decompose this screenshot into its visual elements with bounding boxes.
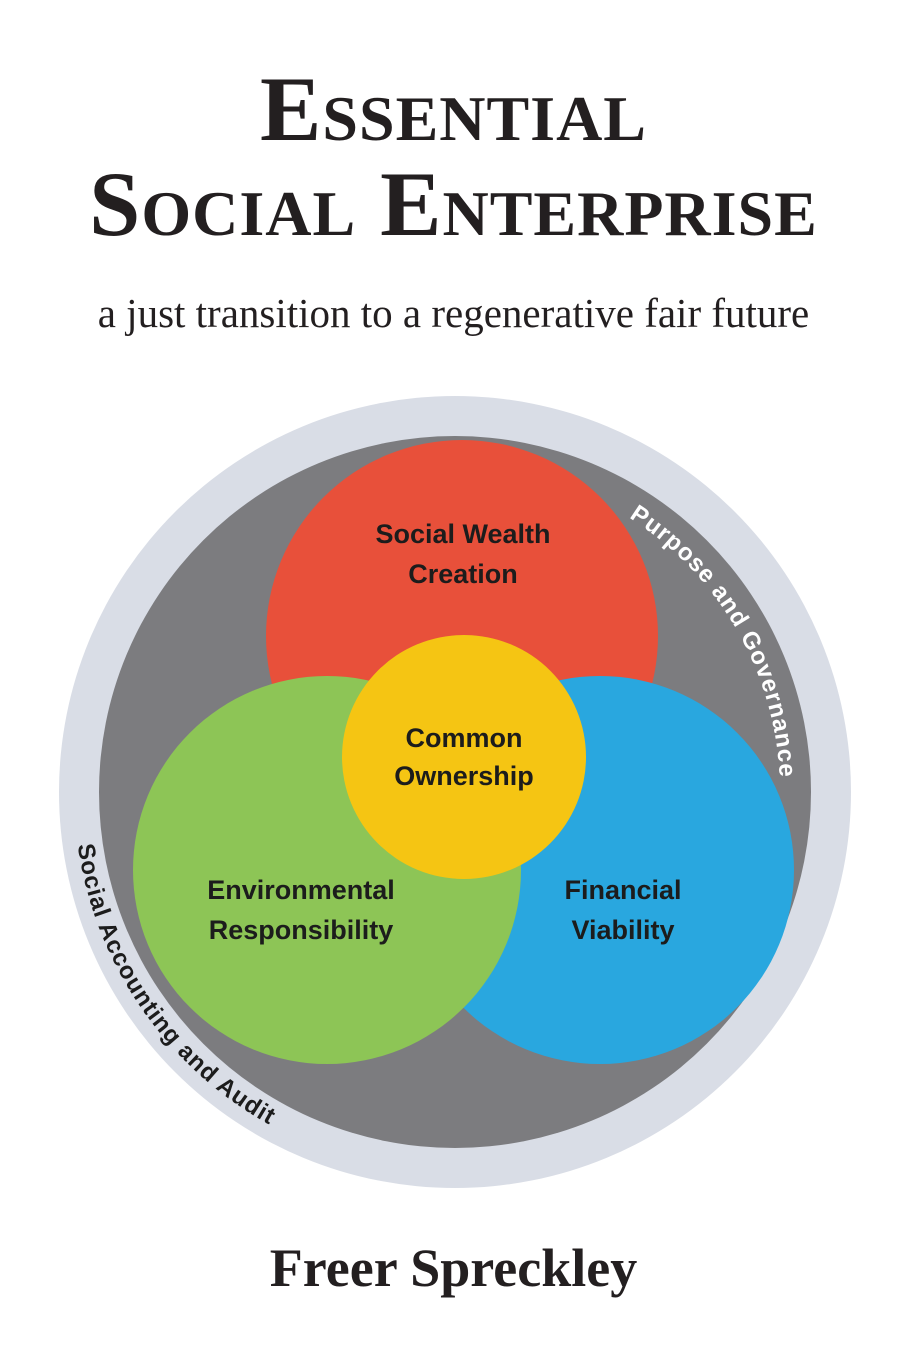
environmental-label-line1: Environmental	[207, 875, 395, 905]
social-wealth-label-line2: Creation	[408, 559, 518, 589]
author-name: Freer Spreckley	[269, 1238, 638, 1298]
common-ownership-label-line2: Ownership	[394, 761, 534, 791]
environmental-label-line2: Responsibility	[209, 915, 394, 945]
book-subtitle: a just transition to a regenerative fair…	[97, 290, 810, 336]
financial-label-line2: Viability	[571, 915, 674, 945]
title-line-2: Social Enterprise	[89, 153, 818, 255]
book-title: Essential Social Enterprise	[0, 62, 907, 252]
common-ownership-circle	[342, 635, 586, 879]
title-line-1: Essential	[260, 58, 647, 160]
common-ownership-label-line1: Common	[406, 723, 523, 753]
financial-label-line1: Financial	[564, 875, 681, 905]
social-wealth-label-line1: Social Wealth	[375, 519, 550, 549]
venn-diagram: Social Wealth Creation Common Ownership …	[59, 396, 851, 1188]
